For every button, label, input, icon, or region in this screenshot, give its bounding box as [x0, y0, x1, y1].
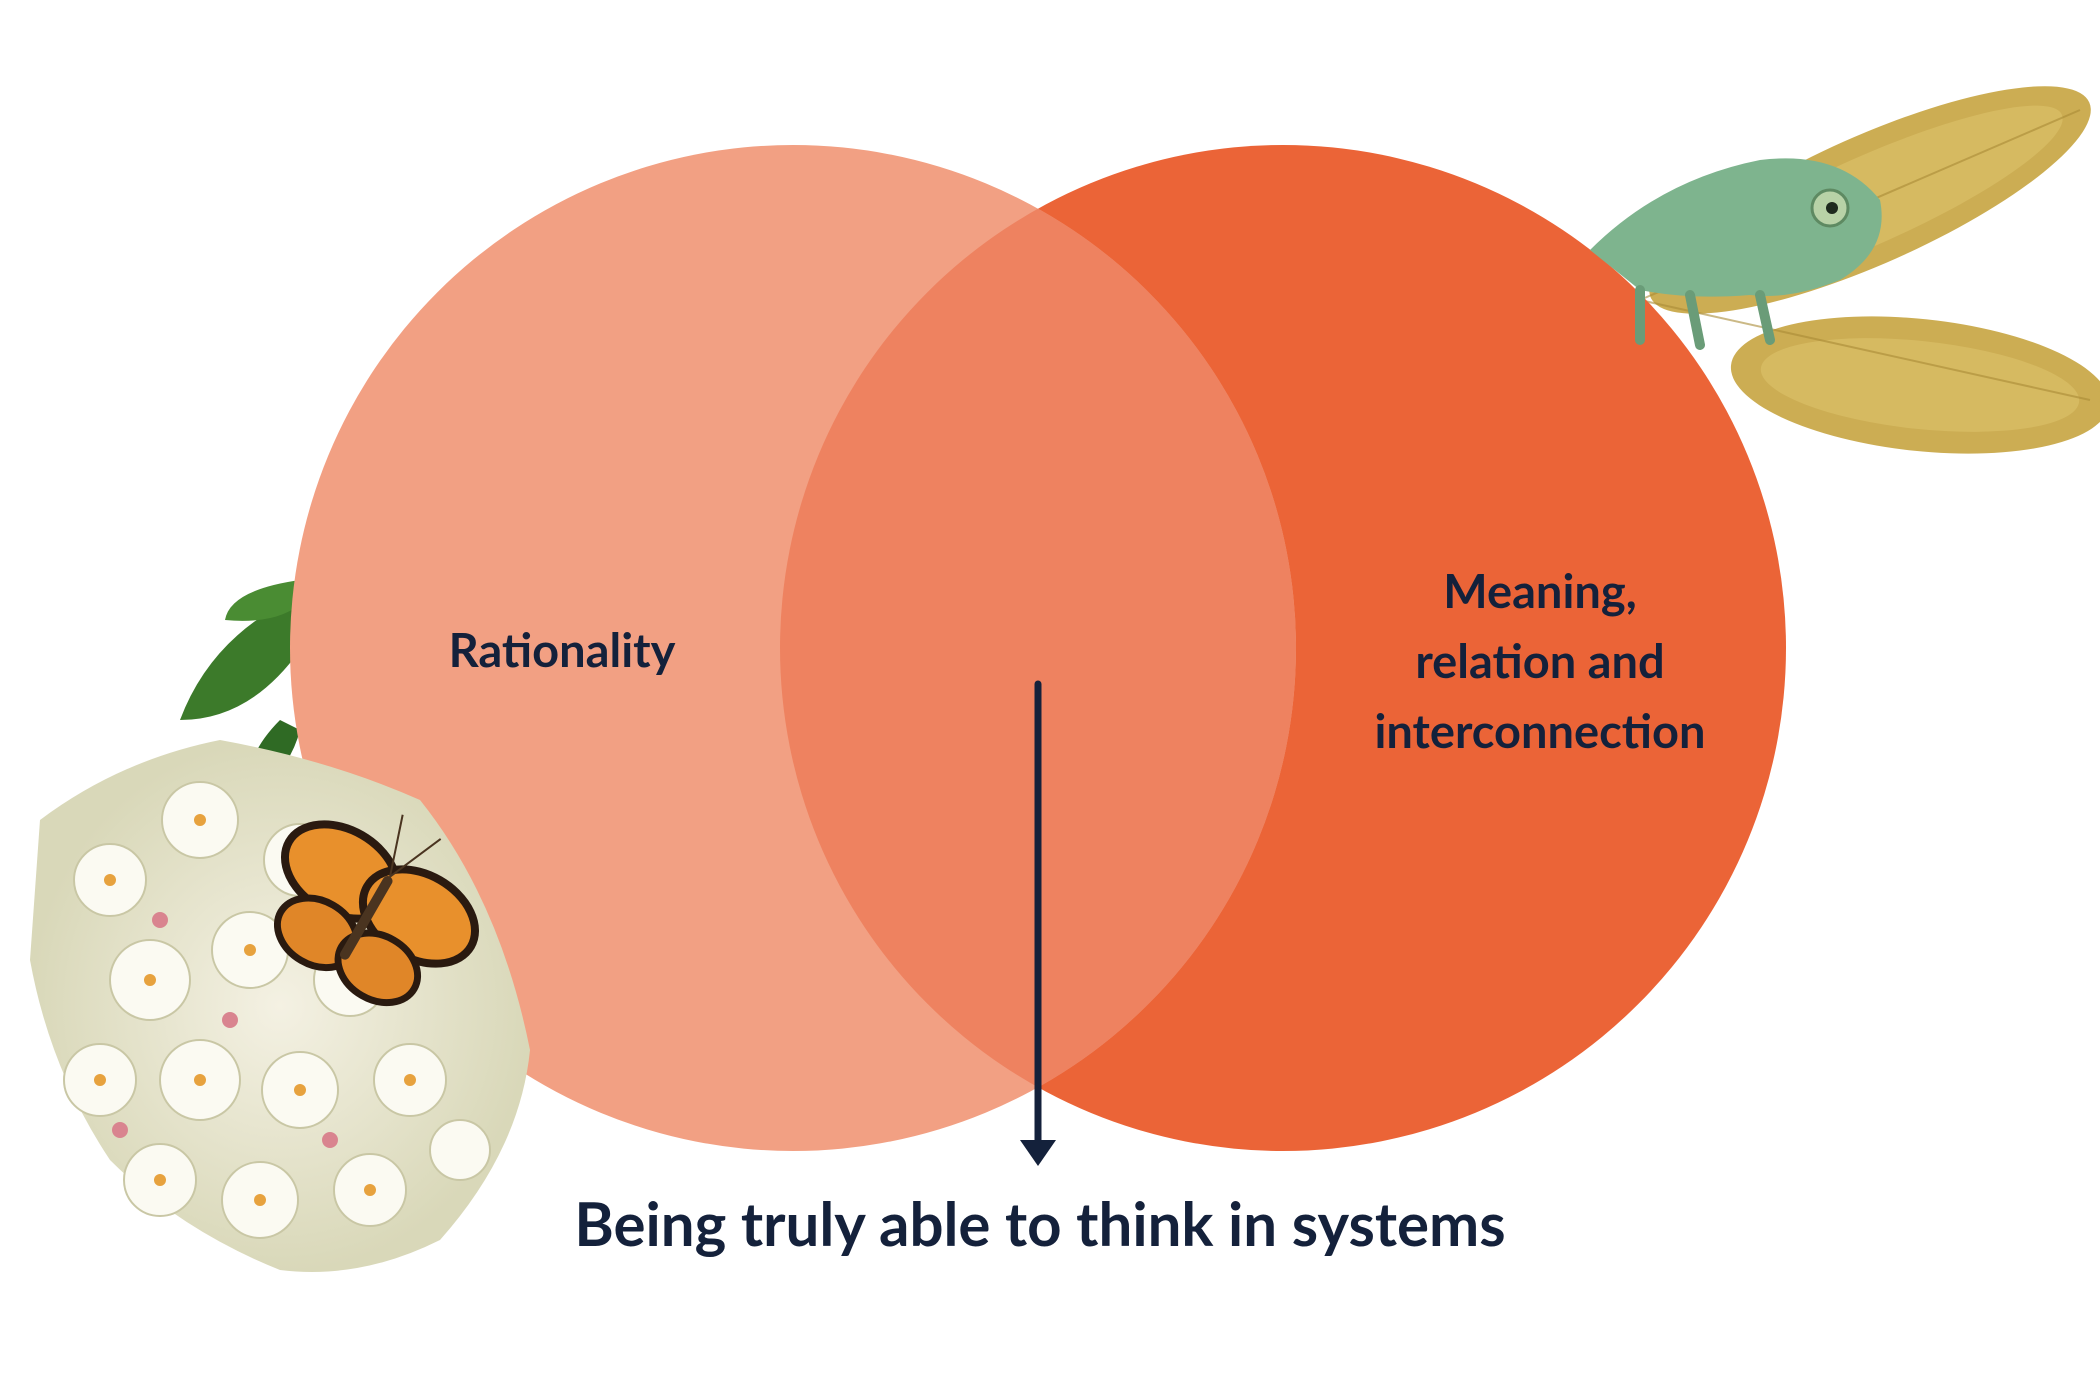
- outcome-label: Being truly able to think in systems: [574, 1187, 1506, 1259]
- chameleon-illustration: [1590, 158, 1882, 350]
- venn-overlap: [780, 145, 1296, 1151]
- set-label-rationality: Rationality: [448, 622, 676, 678]
- outcome-arrow: [1020, 680, 1056, 1166]
- butterfly-illustration: [273, 814, 480, 1007]
- set-label-meaning: Meaning, relation and interconnection: [1374, 563, 1706, 759]
